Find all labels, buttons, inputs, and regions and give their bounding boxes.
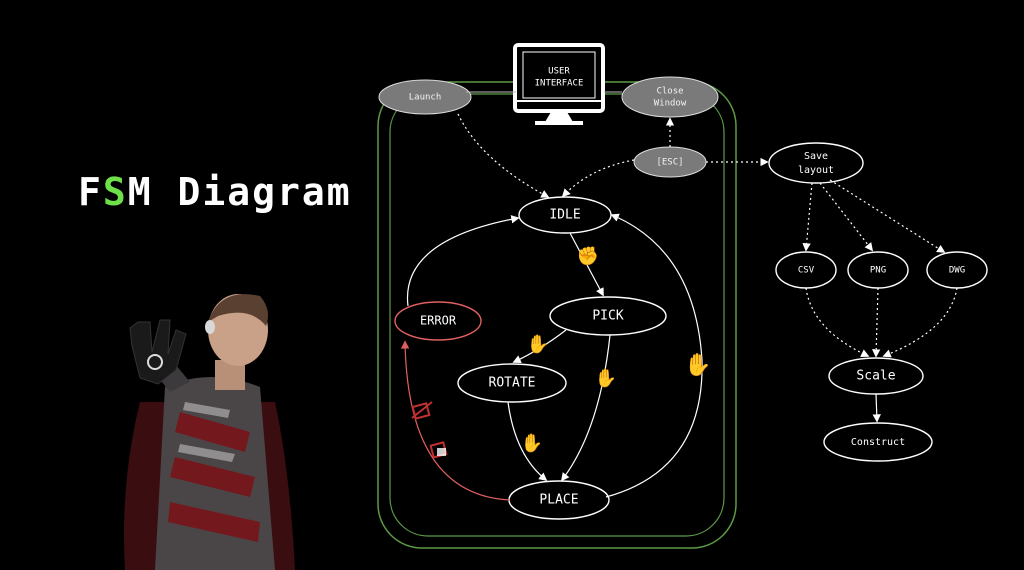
construct-label: Construct <box>851 437 905 448</box>
save-layout-node[interactable] <box>768 142 864 184</box>
pick-node[interactable] <box>549 296 667 336</box>
csv-label: CSV <box>798 266 815 276</box>
place-gesture-icon: ✋ <box>595 367 617 389</box>
figure-armor-highlight <box>178 402 235 462</box>
figure-ear-piece <box>205 320 215 334</box>
esc-to-idle-arrow <box>561 159 635 198</box>
error-label: ERROR <box>420 314 457 328</box>
launch-node[interactable] <box>378 79 472 115</box>
esc-label: [ESC] <box>656 158 683 168</box>
launch-label: Launch <box>409 93 442 103</box>
csv-to-scale-arrow <box>805 287 870 357</box>
save-to-png-arrow <box>819 182 874 252</box>
pick-to-rotate-arrow <box>512 329 567 363</box>
title-prefix: F <box>78 170 103 214</box>
monitor-line2: INTERFACE <box>535 79 584 89</box>
launch-to-idle-arrow <box>457 113 550 198</box>
twist-gesture-icon: ✋ <box>527 333 549 355</box>
character-figure <box>124 294 295 570</box>
save-to-dwg-arrow <box>829 179 946 253</box>
pick-to-place-arrow <box>560 334 611 482</box>
rotate-label: ROTATE <box>489 376 536 391</box>
monitor-line1: USER <box>548 67 570 77</box>
monitor-icon <box>513 43 605 125</box>
dwg-to-scale-arrow <box>882 287 958 358</box>
close-window-line1: Close <box>656 87 683 97</box>
idle-label: IDLE <box>549 208 580 223</box>
title-suffix: M Diagram <box>127 170 352 214</box>
error-node[interactable] <box>394 301 482 341</box>
save-to-csv-arrow <box>802 182 813 252</box>
idle-to-pick-arrow <box>569 232 604 297</box>
error-gesture-icon <box>411 401 433 420</box>
close-window-line2: Window <box>654 99 687 109</box>
save-layout-line1: Save <box>804 151 828 162</box>
figure-hair <box>208 294 268 326</box>
construct-node[interactable] <box>823 422 933 462</box>
open-hand-gesture-icon: ✋ <box>684 352 711 378</box>
close-window-node[interactable] <box>621 76 719 118</box>
grab-gesture-icon: ✊ <box>577 246 599 267</box>
place-to-idle-arrow <box>605 213 703 498</box>
figure-armor-stripe <box>168 412 260 542</box>
title-accent-letter: S <box>102 170 128 214</box>
figure-glove <box>129 319 187 385</box>
place-to-error-arrow <box>400 340 511 501</box>
scale-label: Scale <box>856 369 895 384</box>
pick-label: PICK <box>592 309 623 324</box>
error-to-idle-arrow <box>406 215 520 307</box>
scale-to-construct-arrow <box>872 393 881 423</box>
png-label: PNG <box>870 266 886 276</box>
figure-glove-emblem <box>147 354 163 370</box>
dwg-label: DWG <box>949 266 965 276</box>
png-to-scale-arrow <box>871 287 881 358</box>
place-label: PLACE <box>539 493 578 508</box>
error-gesture-icon-2 <box>429 441 448 459</box>
release-gesture-icon: ✋ <box>521 432 543 454</box>
rotate-to-place-arrow <box>507 401 548 482</box>
save-layout-line2: layout <box>798 165 834 176</box>
page-title: FSM Diagram <box>78 170 352 214</box>
rotate-node[interactable] <box>457 363 567 403</box>
